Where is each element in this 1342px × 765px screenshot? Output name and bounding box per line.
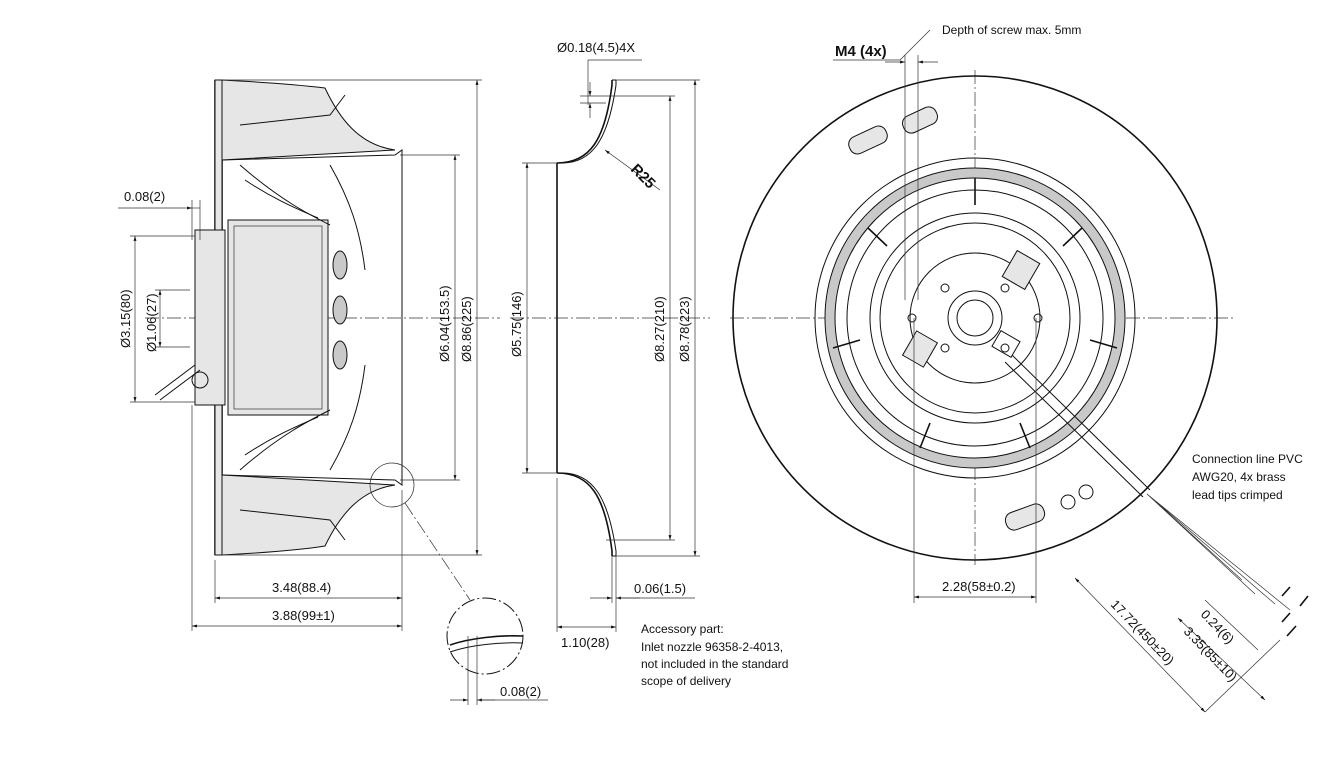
connection-note-2: AWG20, 4x brass bbox=[1192, 470, 1286, 484]
screw-holes bbox=[907, 283, 1043, 353]
lower-blade-bottom bbox=[221, 474, 396, 556]
detail-leader bbox=[404, 502, 471, 601]
nozzle-lower-curve bbox=[556, 472, 613, 556]
blade-line-4 bbox=[239, 409, 331, 471]
inlet-ring-outer bbox=[814, 157, 1136, 479]
dim-17-72: 17.72(450±20) bbox=[1108, 597, 1177, 668]
upper-blade-top bbox=[221, 79, 396, 161]
rotor-inner bbox=[233, 225, 323, 410]
cable-gland bbox=[191, 371, 209, 389]
lead-tips bbox=[1281, 586, 1309, 637]
hub-mid bbox=[909, 252, 1041, 384]
cable-leads bbox=[1146, 493, 1291, 611]
rotor bbox=[227, 219, 329, 416]
blade-line-3 bbox=[329, 164, 366, 271]
dim-0-06: 0.06(1.5) bbox=[634, 581, 686, 596]
cable-exit bbox=[154, 364, 201, 401]
hub-rim bbox=[879, 222, 1071, 414]
connector-lower bbox=[901, 330, 939, 368]
cable-clamp bbox=[991, 330, 1021, 358]
front-view: M4 (4x) Depth of screw max. 5mm 2.28(58±… bbox=[730, 23, 1309, 713]
connector-upper bbox=[1001, 249, 1041, 291]
accessory-note-3: not included in the standard bbox=[641, 657, 788, 671]
earth-symbol bbox=[1060, 494, 1076, 510]
nozzle-lower-inner bbox=[561, 472, 617, 557]
dim-2-28: 2.28(58±0.2) bbox=[942, 579, 1016, 594]
connection-note-3: lead tips crimped bbox=[1192, 488, 1283, 502]
dim-r25: R25 bbox=[627, 161, 658, 192]
dim-diam-1-06: Ø1.06(27) bbox=[144, 293, 159, 352]
dim-0-08-top: 0.08(2) bbox=[124, 189, 165, 204]
blade-line-2 bbox=[244, 179, 319, 219]
dim-3-88: 3.88(99±1) bbox=[272, 608, 335, 623]
dim-0-08-detail: 0.08(2) bbox=[500, 684, 541, 699]
connection-note-1: Connection line PVC bbox=[1192, 452, 1303, 466]
approval-mark bbox=[1078, 484, 1094, 500]
dim-1-10: 1.10(28) bbox=[561, 635, 609, 650]
rotor-slots bbox=[332, 250, 348, 370]
accessory-note-2: Inlet nozzle 96358-2-4013, bbox=[641, 640, 783, 654]
blade-line-7 bbox=[239, 509, 346, 541]
shaft-bore-outer bbox=[947, 290, 1003, 346]
dim-diam-8-78: Ø8.78(223) bbox=[677, 296, 692, 362]
dim-diam-6-04: Ø6.04(153.5) bbox=[437, 285, 452, 362]
nozzle-upper-curve bbox=[556, 80, 613, 164]
blade-line-8 bbox=[239, 94, 346, 126]
detail-view: 0.08(2) bbox=[446, 597, 548, 705]
detail-marker-circle bbox=[369, 462, 415, 508]
accessory-note-1: Accessory part: bbox=[641, 622, 724, 636]
dim-diam-5-75: Ø5.75(146) bbox=[509, 291, 524, 357]
blade-line-5 bbox=[244, 416, 319, 456]
dim-diam-3-15: Ø3.15(80) bbox=[118, 289, 133, 348]
dim-3-48: 3.48(88.4) bbox=[272, 580, 331, 595]
nozzle-upper-inner bbox=[561, 79, 617, 164]
front-plate bbox=[221, 149, 403, 486]
side-view: 0.08(2) Ø3.15(80) Ø1.06(27) Ø6.04(153.5)… bbox=[118, 79, 548, 705]
dim-m4: M4 (4x) bbox=[835, 43, 887, 60]
accessory-note-4: scope of delivery bbox=[641, 674, 731, 688]
outer-ring bbox=[732, 75, 1218, 561]
connection-cable-a bbox=[1011, 354, 1151, 491]
screw-depth-note: Depth of screw max. 5mm bbox=[942, 23, 1081, 37]
spokes bbox=[832, 178, 1118, 449]
stamp-label-b bbox=[902, 106, 938, 134]
dim-diam-8-27: Ø8.27(210) bbox=[652, 296, 667, 362]
nozzle-view: Ø0.18(4.5)4X R25 Ø5.75(146) Ø8.27(210) Ø… bbox=[509, 40, 788, 688]
dim-diam-8-86: Ø8.86(225) bbox=[459, 296, 474, 362]
connection-cable-b bbox=[1004, 361, 1144, 498]
blade-line-6 bbox=[329, 364, 366, 471]
inlet-ring-inner bbox=[834, 177, 1116, 459]
motor-mount bbox=[194, 229, 226, 406]
stamp-label-a bbox=[848, 125, 888, 155]
hub-outer bbox=[869, 212, 1081, 424]
stamp-label-c bbox=[1004, 503, 1046, 531]
dim-diam-0-18: Ø0.18(4.5)4X bbox=[557, 40, 635, 55]
shaft-bore bbox=[956, 299, 994, 337]
blade-line-1 bbox=[239, 164, 331, 226]
